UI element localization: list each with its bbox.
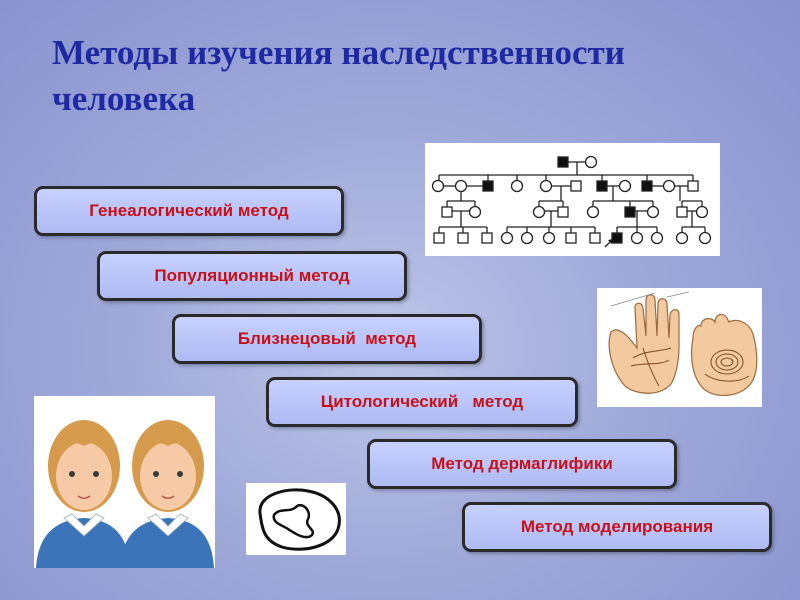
method-population[interactable]: Популяционный метод [97,251,407,301]
palm-prints-image [597,288,762,407]
twins-image [34,396,215,568]
method-genealogical[interactable]: Генеалогический метод [34,186,344,236]
method-modeling[interactable]: Метод моделирования [462,502,772,552]
method-dermatoglyphics[interactable]: Метод дермаглифики [367,439,677,489]
method-twin[interactable]: Близнецовый метод [172,314,482,364]
method-cytological[interactable]: Цитологический метод [266,377,578,427]
slide-title: Методы изучения наследственности человек… [52,33,625,118]
chromosome-outline-image [246,483,346,555]
pedigree-chart-image [425,143,720,256]
